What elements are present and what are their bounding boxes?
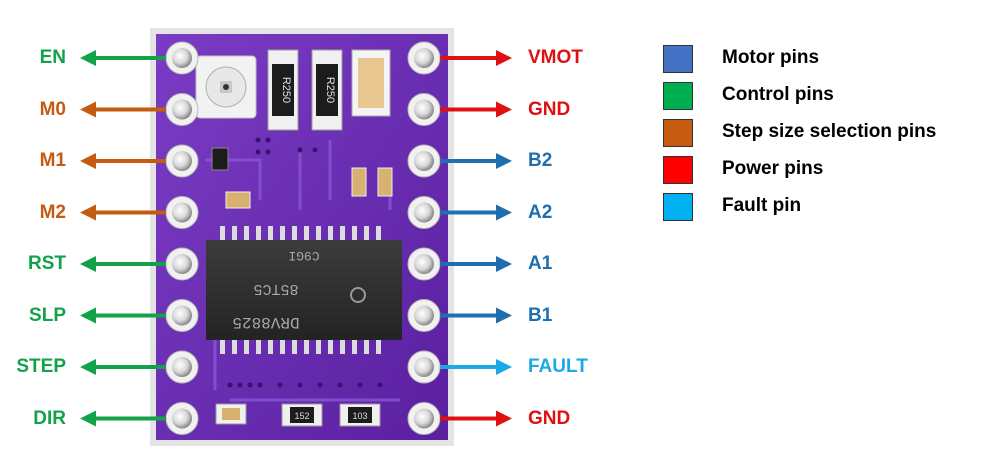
led [211, 147, 229, 171]
pad-solder [414, 305, 434, 326]
pad-solder [414, 151, 434, 171]
legend-swatch [663, 156, 693, 184]
pad-solder [414, 357, 434, 377]
right-header-pads [407, 41, 441, 435]
arrow-rst [80, 256, 166, 272]
sense-resistor-2: R250 [311, 49, 343, 131]
legend-label: Fault pin [722, 195, 802, 216]
potentiometer [195, 55, 257, 119]
pad-solder [414, 48, 434, 68]
sense-resistor-1: R250 [267, 49, 299, 131]
pin-label-a2: A2 [528, 201, 553, 223]
pad-solder [172, 254, 192, 274]
svg-text:85TC5: 85TC5 [253, 280, 298, 297]
arrow-step [80, 359, 166, 375]
legend-label: Power pins [722, 158, 824, 179]
arrow-right-0 [440, 50, 512, 66]
legend-label: Control pins [722, 84, 834, 105]
pin-label-dir: DIR [33, 407, 66, 429]
capacitor [351, 49, 391, 117]
legend-swatch [663, 45, 693, 73]
chip-pins-top [220, 226, 381, 242]
pin-label-m1: M1 [39, 150, 66, 171]
legend-swatch [663, 193, 693, 221]
svg-text:C9GI: C9GI [288, 248, 319, 263]
svg-text:R250: R250 [324, 77, 336, 103]
pin-label-slp: SLP [29, 304, 66, 326]
pad-solder [414, 202, 434, 223]
smd-cap-2 [351, 167, 367, 197]
pad-solder [414, 254, 434, 274]
pad-solder [172, 202, 192, 223]
legend-swatch [663, 119, 693, 147]
pin-label-b2: B2 [528, 150, 553, 171]
legend-label: Motor pins [722, 47, 820, 68]
pad-solder [414, 99, 434, 120]
smd-cap-3 [377, 167, 393, 197]
pad-solder [172, 357, 192, 377]
pin-label-gnd: GND [528, 98, 571, 120]
pin-label-m2: M2 [39, 201, 66, 223]
pin-arrows [80, 50, 512, 427]
arrow-right-7 [440, 410, 512, 427]
pin-label-en: EN [39, 47, 66, 68]
pin-label-b1: B1 [528, 304, 553, 326]
drv8825-chip: C9GI 85TC5 DRV8825 [206, 240, 402, 340]
arrow-right-6 [440, 359, 512, 375]
pin-label-fault: FAULT [528, 356, 588, 377]
arrow-right-1 [440, 101, 512, 118]
arrow-right-5 [440, 307, 512, 324]
bottom-components: 152 103 [215, 403, 381, 427]
arrow-en [80, 50, 166, 66]
smd-cap-1 [225, 191, 251, 209]
pin-label-m0: M0 [39, 98, 66, 120]
pad-solder [172, 151, 192, 171]
arrow-dir [80, 410, 166, 427]
arrow-m0 [80, 101, 166, 118]
arrow-right-3 [440, 204, 512, 221]
arrow-m2 [80, 204, 166, 221]
pin-label-vmot: VMOT [528, 47, 583, 68]
pad-solder [172, 408, 192, 429]
pin-label-gnd: GND [528, 407, 571, 429]
pad-solder [172, 305, 192, 326]
legend-swatch [663, 82, 693, 110]
arrow-right-2 [440, 153, 512, 169]
arrow-m1 [80, 153, 166, 169]
vias [227, 137, 383, 388]
svg-text:152: 152 [294, 411, 309, 421]
pad-solder [172, 48, 192, 68]
arrow-right-4 [440, 256, 512, 272]
pin-label-step: STEP [16, 356, 66, 377]
svg-text:R250: R250 [280, 77, 292, 103]
svg-text:103: 103 [352, 411, 367, 421]
chip-pins-bottom [220, 338, 381, 354]
legend-label: Step size selection pins [722, 121, 937, 142]
pad-solder [414, 408, 434, 429]
arrow-slp [80, 307, 166, 324]
pin-label-rst: RST [28, 253, 66, 274]
pad-solder [172, 99, 192, 120]
svg-text:DRV8825: DRV8825 [232, 313, 299, 331]
pin-label-a1: A1 [528, 253, 553, 274]
